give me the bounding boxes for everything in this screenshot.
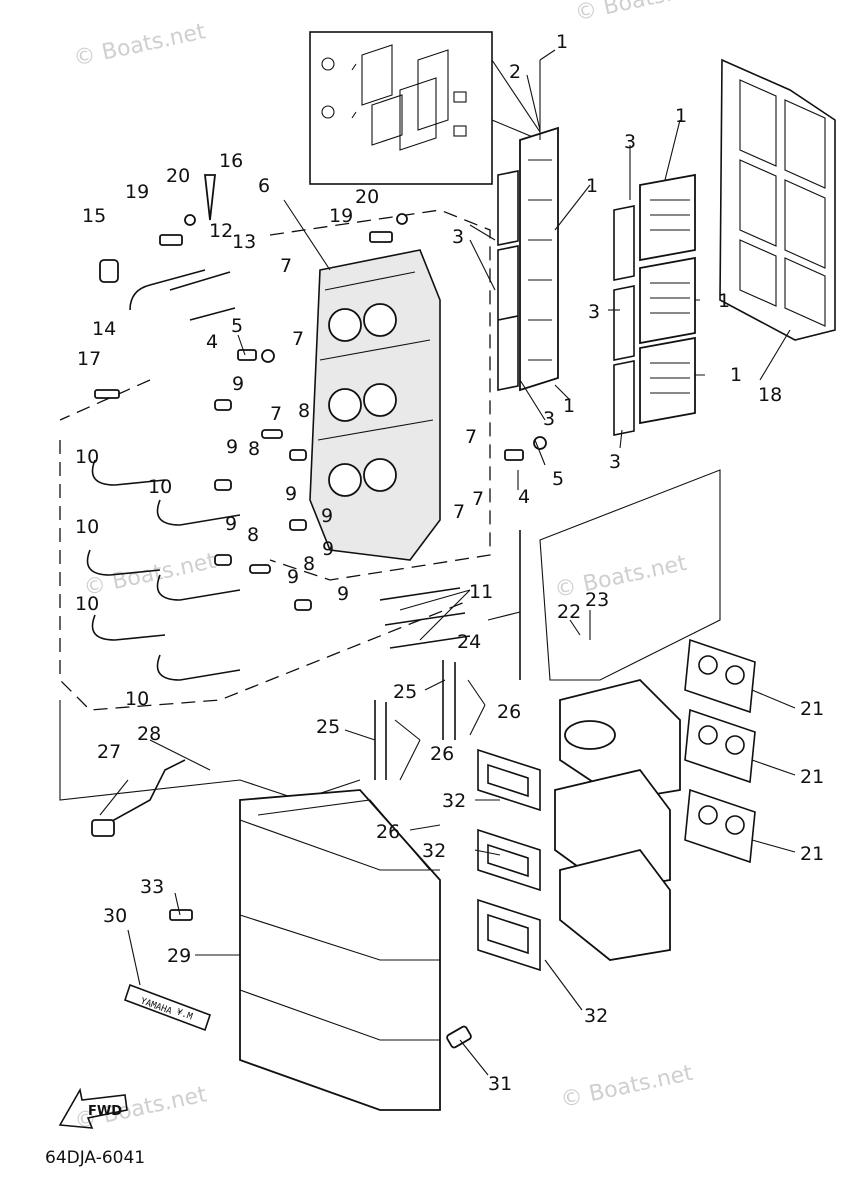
callout-9g: 9 (287, 566, 299, 588)
callout-10e: 10 (125, 688, 149, 710)
callout-24: 24 (457, 631, 481, 653)
callout-26a: 26 (497, 701, 521, 723)
callout-9a: 9 (232, 373, 244, 395)
callout-1b: 1 (675, 105, 687, 127)
callout-4b: 4 (518, 486, 530, 508)
callout-7c: 7 (270, 403, 282, 425)
callout-32b: 32 (422, 840, 446, 862)
callout-16: 16 (219, 150, 243, 172)
callout-30: 30 (103, 905, 127, 927)
fwd-arrow: FWD (58, 1087, 128, 1129)
callout-3c: 3 (588, 301, 600, 323)
callout-20a: 20 (166, 165, 190, 187)
callout-5a: 5 (231, 315, 243, 337)
diagram-code: 64DJA-6041 (45, 1148, 145, 1168)
callout-19a: 19 (125, 181, 149, 203)
callout-17: 17 (77, 348, 101, 370)
callout-13: 13 (232, 231, 256, 253)
callout-21a: 21 (800, 698, 824, 720)
fittings (214, 399, 312, 611)
callout-28: 28 (137, 723, 161, 745)
callouts: 1 2 1 3 16 20 19 6 1 20 15 19 12 13 3 7 … (75, 31, 824, 1095)
callout-7b: 7 (292, 328, 304, 350)
reed-valves-right (613, 173, 696, 436)
reed-valves-center (497, 126, 559, 392)
callout-22: 22 (557, 601, 581, 623)
callout-9c: 9 (285, 483, 297, 505)
callout-25b: 25 (316, 716, 340, 738)
callout-7a: 7 (280, 255, 292, 277)
callout-27: 27 (97, 741, 121, 763)
gasket-18 (719, 58, 836, 341)
callout-1a: 1 (556, 31, 568, 53)
callout-8a: 8 (298, 400, 310, 422)
callout-26b: 26 (430, 743, 454, 765)
callout-9f: 9 (322, 538, 334, 560)
callout-3b: 3 (452, 226, 464, 248)
callout-32c: 32 (584, 1005, 608, 1027)
callout-12: 12 (209, 220, 233, 242)
callout-14: 14 (92, 318, 116, 340)
callout-10b: 10 (148, 476, 172, 498)
callout-7e: 7 (472, 488, 484, 510)
callout-10c: 10 (75, 516, 99, 538)
callout-2: 2 (509, 61, 521, 83)
hoses-11 (379, 587, 471, 649)
callout-26c: 26 (376, 821, 400, 843)
watermark-6: © Boats.net (559, 1061, 696, 1113)
callout-21c: 21 (800, 843, 824, 865)
leader-lines (99, 49, 796, 1076)
callout-8b: 8 (248, 438, 260, 460)
callout-3d: 3 (543, 408, 555, 430)
callout-19b: 19 (329, 205, 353, 227)
gaskets-21 (684, 638, 756, 864)
callout-1f: 1 (563, 395, 575, 417)
callout-29: 29 (167, 945, 191, 967)
callout-31: 31 (488, 1073, 512, 1095)
callout-18: 18 (758, 384, 782, 406)
callout-32a: 32 (442, 790, 466, 812)
callout-5b: 5 (552, 468, 564, 490)
callout-1e: 1 (730, 364, 742, 386)
fwd-label: FWD (88, 1104, 122, 1119)
callout-15: 15 (82, 205, 106, 227)
rod-and-brackets (374, 530, 521, 780)
callout-9h: 9 (337, 583, 349, 605)
intake-manifold (309, 249, 441, 561)
watermark-4: © Boats.net (552, 551, 689, 603)
callout-3a: 3 (624, 131, 636, 153)
callout-3e: 3 (609, 451, 621, 473)
callout-1d: 1 (718, 290, 730, 312)
watermark-2: © Boats.net (573, 0, 710, 26)
callout-20b: 20 (355, 186, 379, 208)
hoses-12-14 (129, 269, 236, 321)
callout-1c: 1 (586, 175, 598, 197)
callout-6: 6 (258, 175, 270, 197)
hoses-10 (86, 459, 241, 681)
callout-8d: 8 (303, 553, 315, 575)
callout-21b: 21 (800, 766, 824, 788)
small-parts-left (94, 174, 547, 461)
reed-valve-inset (309, 31, 541, 185)
callout-4a: 4 (206, 331, 218, 353)
gaskets-32 (477, 748, 541, 972)
callout-7d: 7 (465, 426, 477, 448)
carburetors (554, 679, 681, 961)
callout-9b: 9 (226, 436, 238, 458)
callout-10d: 10 (75, 593, 99, 615)
callout-8c: 8 (247, 524, 259, 546)
watermark-1: © Boats.net (71, 19, 208, 71)
callout-11: 11 (469, 581, 493, 603)
callout-9e: 9 (225, 513, 237, 535)
callout-23: 23 (585, 589, 609, 611)
callout-33: 33 (140, 876, 164, 898)
callout-9d: 9 (321, 505, 333, 527)
callout-7f: 7 (453, 501, 465, 523)
silencer-29 (239, 789, 441, 1111)
callout-25a: 25 (393, 681, 417, 703)
callout-10a: 10 (75, 446, 99, 468)
